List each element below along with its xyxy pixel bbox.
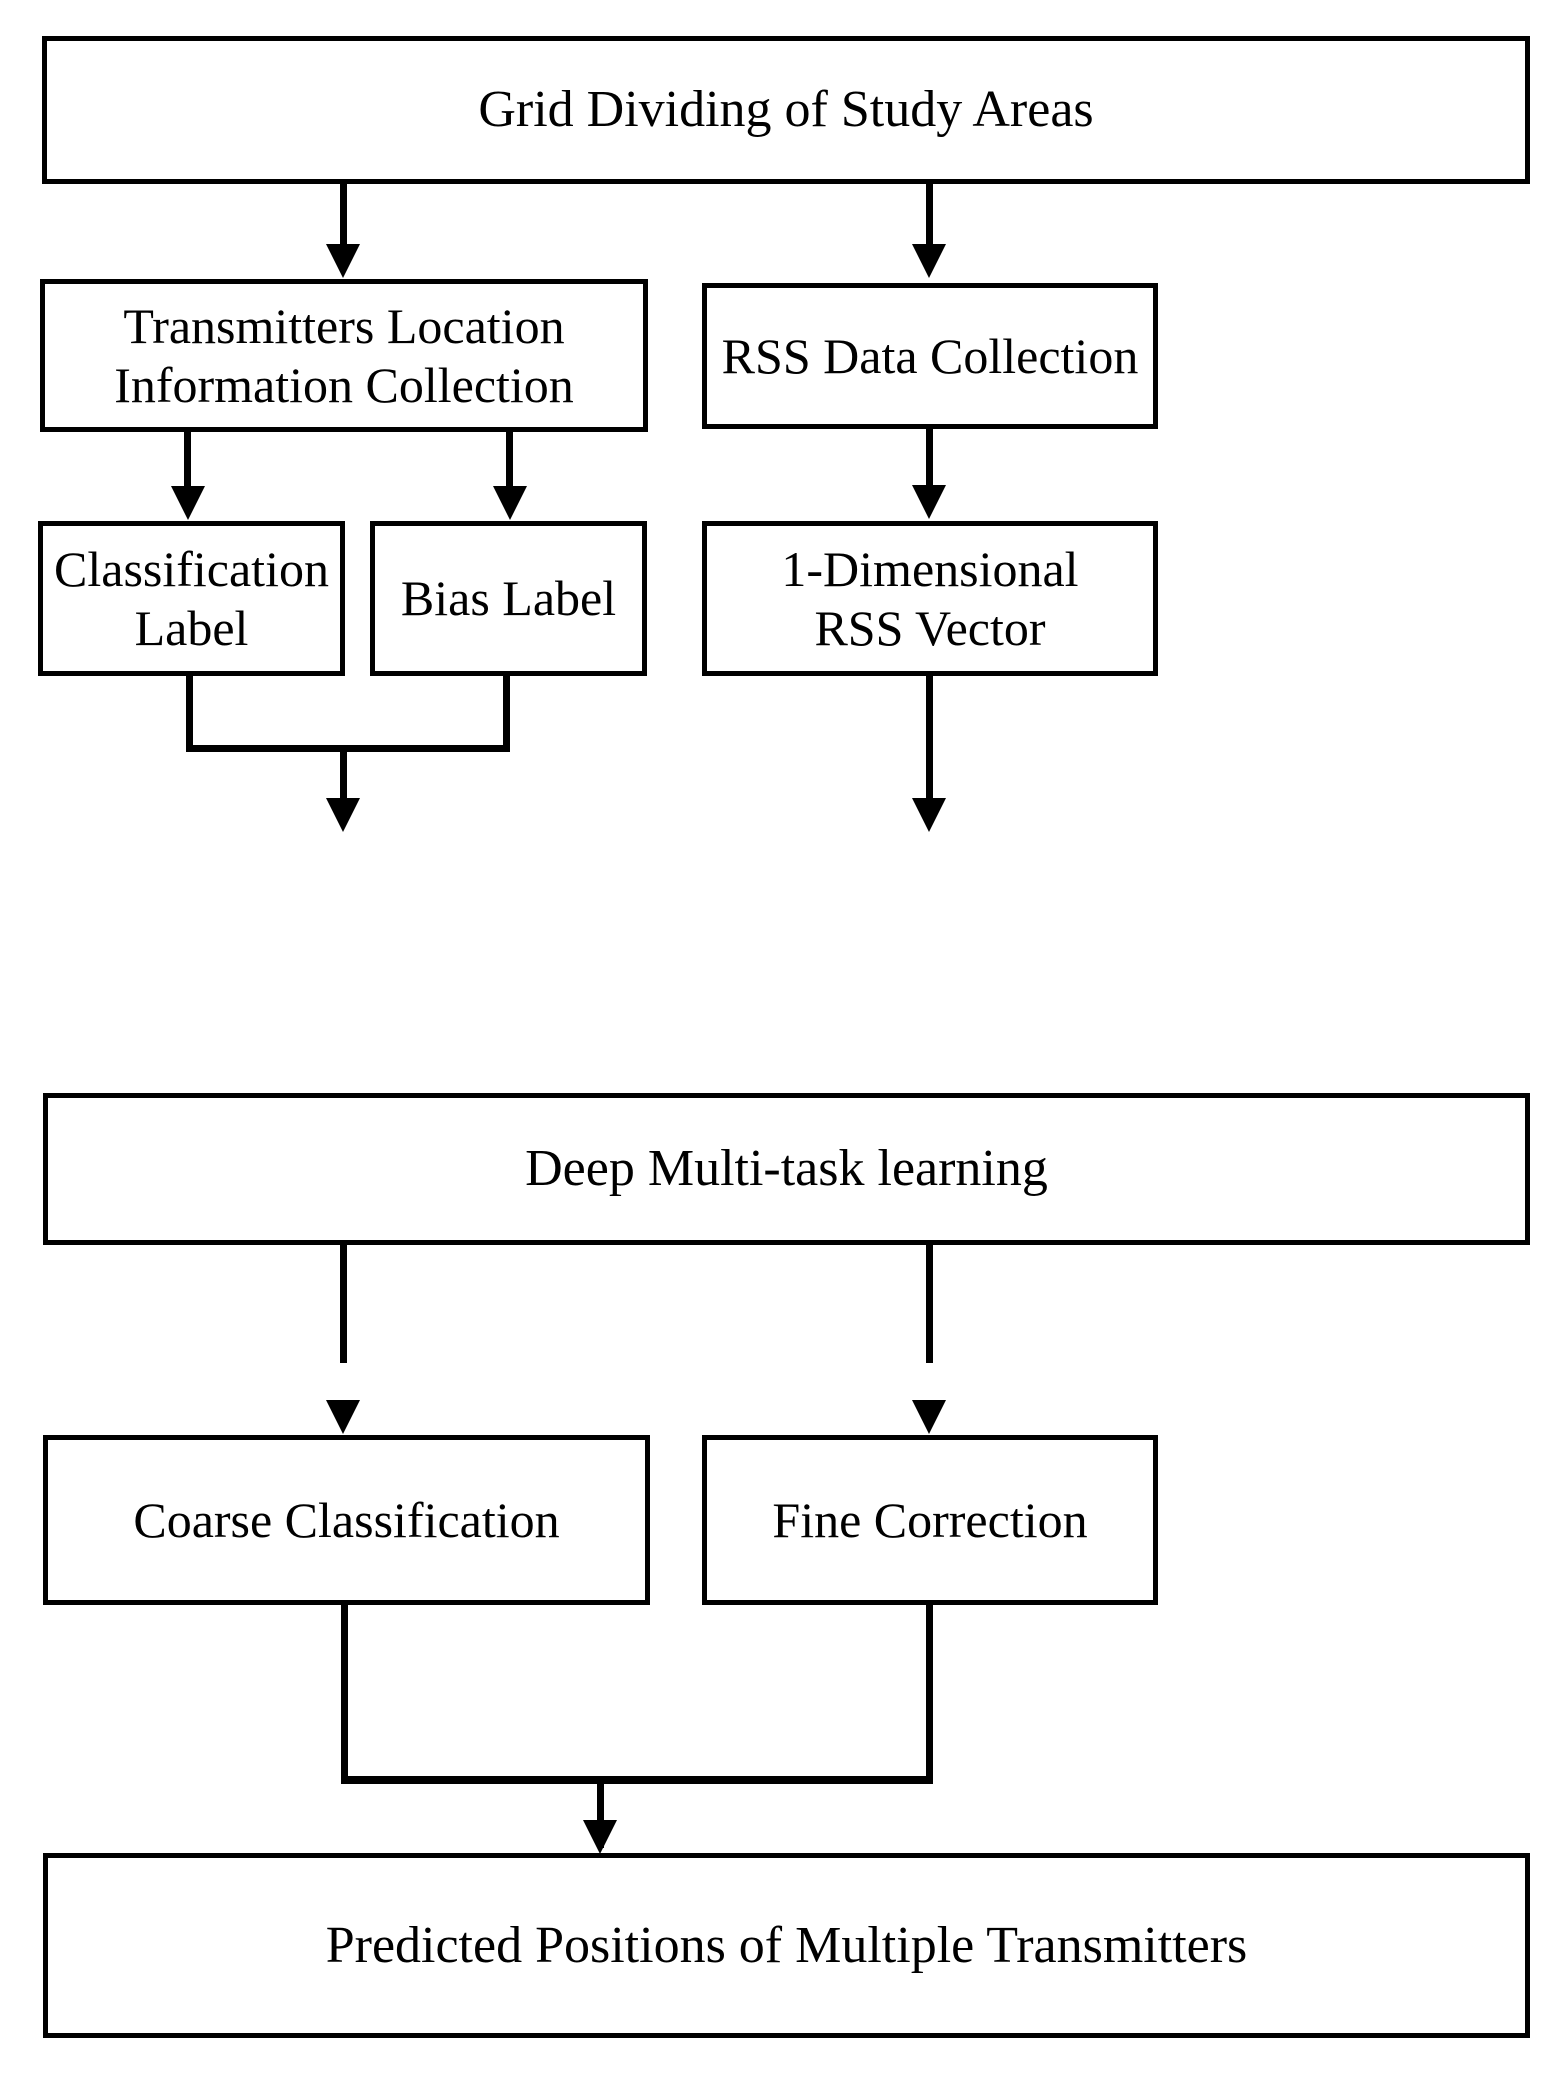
- edge-grid-to-rss-collection-arrow: [912, 244, 946, 278]
- edge-bias-drop-line: [503, 674, 510, 751]
- edge-grid-to-transmitters-line: [340, 184, 347, 246]
- node-transmitters-location-label: Transmitters Location Information Collec…: [114, 297, 574, 413]
- edge-outputs-merge-arrow: [583, 1820, 617, 1854]
- node-classification-label-text: Classification Label: [54, 540, 329, 656]
- node-bias-label[interactable]: Bias Label: [370, 521, 647, 676]
- node-deep-multi-task-learning-label: Deep Multi-task learning: [525, 1140, 1048, 1198]
- edge-rss-collection-to-vector-line: [926, 427, 933, 487]
- node-classification-label[interactable]: Classification Label: [38, 521, 345, 676]
- edge-labels-merge-arrow: [326, 798, 360, 832]
- edge-coarse-drop-line: [341, 1603, 348, 1783]
- node-rss-vector[interactable]: 1-Dimensional RSS Vector: [702, 521, 1158, 676]
- node-bias-label-text: Bias Label: [400, 570, 617, 626]
- node-predicted-positions[interactable]: Predicted Positions of Multiple Transmit…: [43, 1853, 1530, 2038]
- edge-transmitters-to-bias-arrow: [493, 486, 527, 520]
- edge-transmitters-to-bias-line: [506, 430, 513, 488]
- node-rss-vector-label: 1-Dimensional RSS Vector: [781, 540, 1079, 656]
- edge-labels-merge-bar: [186, 745, 510, 752]
- node-grid-dividing-label: Grid Dividing of Study Areas: [478, 81, 1094, 139]
- edge-labels-merge-stem: [340, 745, 347, 802]
- edge-rss-collection-to-vector-arrow: [912, 485, 946, 519]
- edge-outputs-merge-stem: [597, 1776, 604, 1848]
- edge-grid-to-rss-collection-line: [926, 184, 933, 246]
- edge-deep-to-fine-arrow: [912, 1400, 946, 1434]
- edge-fine-drop-line: [926, 1603, 933, 1783]
- node-fine-correction-label: Fine Correction: [772, 1491, 1088, 1548]
- node-transmitters-location[interactable]: Transmitters Location Information Collec…: [40, 279, 648, 432]
- node-coarse-classification-label: Coarse Classification: [133, 1491, 560, 1548]
- node-grid-dividing[interactable]: Grid Dividing of Study Areas: [42, 36, 1530, 184]
- node-fine-correction[interactable]: Fine Correction: [702, 1435, 1158, 1605]
- edge-vector-to-deep-arrow: [912, 798, 946, 832]
- node-deep-multi-task-learning[interactable]: Deep Multi-task learning: [43, 1093, 1530, 1245]
- edge-grid-to-transmitters-arrow: [326, 244, 360, 278]
- node-rss-data-collection-label: RSS Data Collection: [721, 327, 1139, 384]
- edge-vector-to-deep-line: [926, 674, 933, 802]
- edge-classification-drop-line: [186, 674, 193, 751]
- node-predicted-positions-label: Predicted Positions of Multiple Transmit…: [325, 1916, 1248, 1974]
- node-coarse-classification[interactable]: Coarse Classification: [43, 1435, 650, 1605]
- edge-deep-to-coarse-line: [340, 1243, 347, 1363]
- edge-outputs-merge-bar: [341, 1776, 933, 1784]
- edge-transmitters-to-classification-arrow: [171, 486, 205, 520]
- edge-transmitters-to-classification-line: [184, 430, 191, 488]
- node-rss-data-collection[interactable]: RSS Data Collection: [702, 283, 1158, 429]
- edge-deep-to-fine-line: [926, 1243, 933, 1363]
- edge-deep-to-coarse-arrow: [326, 1400, 360, 1434]
